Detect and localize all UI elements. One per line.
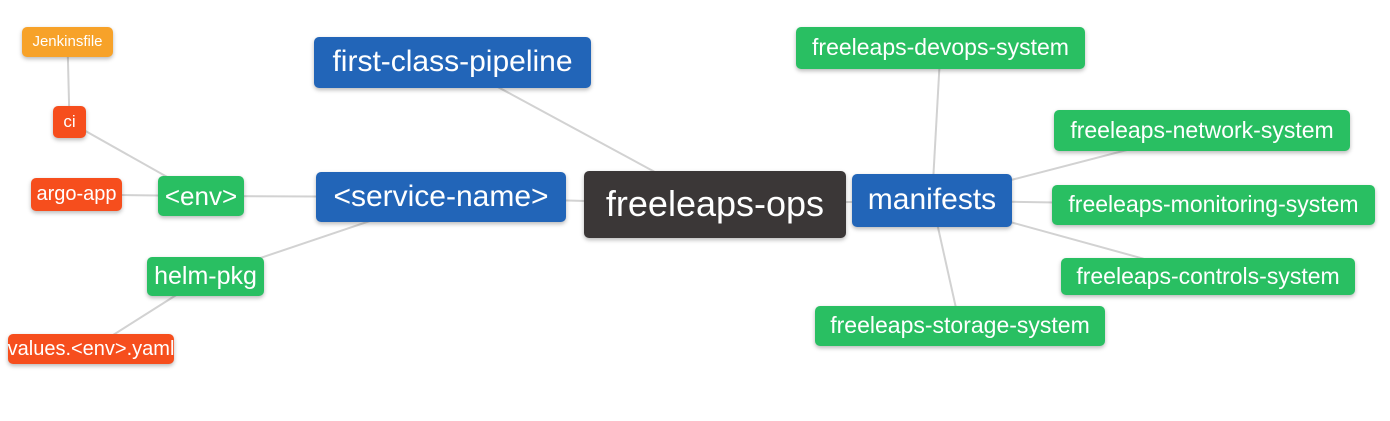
node-label: values.<env>.yaml (7, 337, 175, 360)
node-label: Jenkinsfile (32, 33, 103, 50)
mindmap-node-network-system[interactable]: freeleaps-network-system (1054, 110, 1350, 151)
node-label: freeleaps-ops (605, 183, 825, 224)
node-label: first-class-pipeline (332, 45, 573, 78)
mindmap-node-controls-system[interactable]: freeleaps-controls-system (1061, 258, 1355, 295)
mindmap-node-argo-app[interactable]: argo-app (31, 178, 122, 211)
mindmap-node-first-class-pipeline[interactable]: first-class-pipeline (314, 37, 591, 88)
node-label: manifests (867, 183, 997, 216)
mindmap-node-ci[interactable]: ci (53, 106, 86, 138)
mindmap-node-jenkinsfile[interactable]: Jenkinsfile (22, 27, 113, 57)
mindmap-node-manifests[interactable]: manifests (852, 174, 1012, 227)
node-label: freeleaps-devops-system (812, 34, 1069, 60)
node-label: <service-name> (333, 179, 549, 213)
node-label: helm-pkg (154, 261, 257, 290)
mindmap-node-storage-system[interactable]: freeleaps-storage-system (815, 306, 1105, 346)
node-label: <env> (164, 180, 238, 211)
mindmap-node-env[interactable]: <env> (158, 176, 244, 216)
node-label: ci (63, 112, 76, 131)
node-label: freeleaps-controls-system (1076, 262, 1340, 289)
mindmap-node-monitoring-system[interactable]: freeleaps-monitoring-system (1052, 185, 1375, 225)
node-label: freeleaps-network-system (1070, 116, 1334, 143)
mindmap-node-service-name[interactable]: <service-name> (316, 172, 566, 222)
node-label: freeleaps-storage-system (830, 312, 1090, 338)
mindmap-node-devops-system[interactable]: freeleaps-devops-system (796, 27, 1085, 69)
node-label: argo-app (36, 183, 117, 205)
mindmap-node-freeleaps-ops[interactable]: freeleaps-ops (584, 171, 846, 238)
node-label: freeleaps-monitoring-system (1068, 191, 1359, 217)
mindmap-node-helm-pkg[interactable]: helm-pkg (147, 257, 264, 296)
mindmap-node-values-env-yaml[interactable]: values.<env>.yaml (8, 334, 174, 364)
